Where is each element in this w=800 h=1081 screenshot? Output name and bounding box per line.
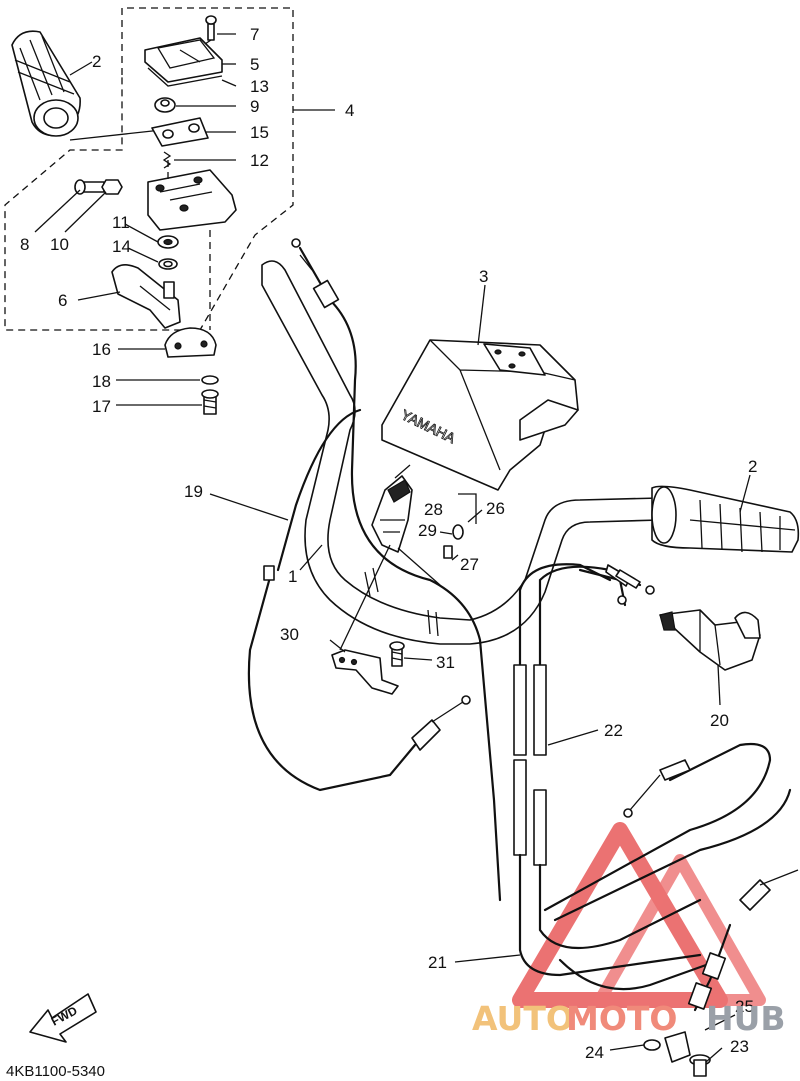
callout-28: 28 bbox=[424, 500, 443, 519]
callout-26: 26 bbox=[486, 499, 505, 518]
start-switch bbox=[659, 609, 761, 671]
callout-13: 13 bbox=[250, 77, 269, 96]
callout-18: 18 bbox=[92, 372, 111, 391]
right-grip bbox=[651, 485, 800, 553]
callout-24: 24 bbox=[585, 1043, 604, 1062]
handlebar-pad: YAMAHA bbox=[381, 339, 579, 491]
callout-22: 22 bbox=[604, 721, 623, 740]
callout-5: 5 bbox=[250, 55, 259, 74]
callout-labels: 2 7 5 13 9 15 12 4 8 10 11 14 6 16 18 17… bbox=[20, 25, 757, 1062]
callout-30: 30 bbox=[280, 625, 299, 644]
callout-19: 19 bbox=[184, 482, 203, 501]
callout-17: 17 bbox=[92, 397, 111, 416]
callout-4: 4 bbox=[345, 101, 354, 120]
callout-16: 16 bbox=[92, 340, 111, 359]
callout-12: 12 bbox=[250, 151, 269, 170]
callout-7: 7 bbox=[250, 25, 259, 44]
diagram-code: 4KB1100-5340 bbox=[6, 1063, 105, 1080]
callout-3: 3 bbox=[479, 267, 488, 286]
watermark-auto: AUTO bbox=[472, 999, 574, 1038]
cables bbox=[247, 238, 799, 1077]
callout-20: 20 bbox=[710, 711, 729, 730]
watermark-moto: MOTO bbox=[566, 999, 677, 1038]
callout-21: 21 bbox=[428, 953, 447, 972]
callout-9: 9 bbox=[250, 97, 259, 116]
watermark-text: AUTO MOTO HUB bbox=[472, 999, 786, 1038]
callout-29: 29 bbox=[418, 521, 437, 540]
fwd-arrow: FWD bbox=[29, 993, 97, 1043]
callout-31: 31 bbox=[436, 653, 455, 672]
callout-25: 25 bbox=[735, 997, 754, 1016]
kill-switch bbox=[331, 464, 464, 695]
callout-2-right: 2 bbox=[748, 457, 757, 476]
callout-6: 6 bbox=[58, 291, 67, 310]
handlebar bbox=[261, 260, 661, 645]
callout-27: 27 bbox=[460, 555, 479, 574]
callout-1: 1 bbox=[288, 567, 297, 586]
callout-10: 10 bbox=[50, 235, 69, 254]
throttle-assembly bbox=[74, 15, 237, 415]
callout-8: 8 bbox=[20, 235, 29, 254]
watermark-hub: HUB bbox=[706, 999, 786, 1038]
callout-11: 11 bbox=[112, 213, 130, 232]
callout-2-left: 2 bbox=[92, 52, 101, 71]
callout-14: 14 bbox=[112, 237, 131, 256]
callout-23: 23 bbox=[730, 1037, 749, 1056]
callout-15: 15 bbox=[250, 123, 269, 142]
leader-lines bbox=[34, 33, 751, 1063]
